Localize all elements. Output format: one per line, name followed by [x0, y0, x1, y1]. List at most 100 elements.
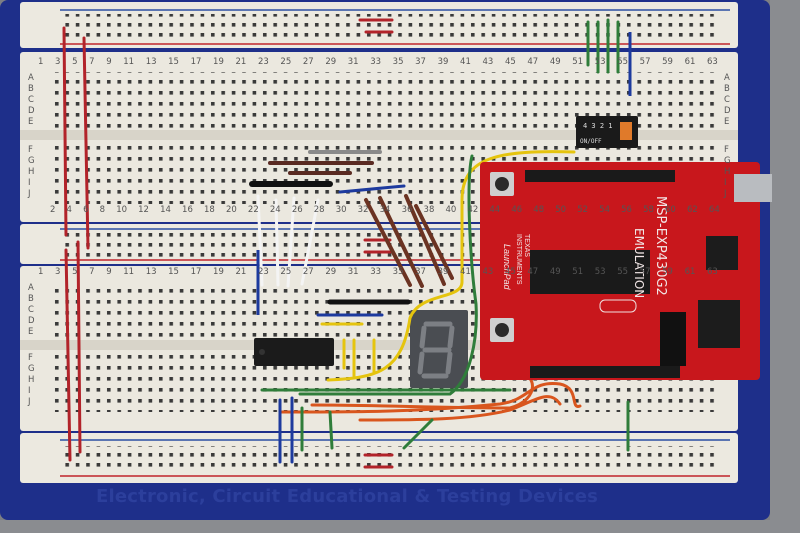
column-number: 55 [617, 267, 629, 277]
row-letter: C [28, 305, 34, 315]
lower-wires [316, 299, 411, 378]
row-letter: D [724, 106, 731, 116]
row-letter: I [28, 386, 31, 396]
column-number: 62 [686, 205, 698, 215]
column-number: 16 [182, 205, 193, 215]
column-number: 30 [335, 205, 347, 215]
column-number: 43 [482, 57, 494, 67]
column-number: 26 [291, 205, 303, 215]
dip-switch[interactable]: 4 3 2 1 ON/OFF [576, 116, 638, 148]
row-letter: I [724, 178, 727, 188]
row-letter: D [28, 106, 35, 116]
brown-wires [364, 194, 454, 288]
column-number: 63 [707, 57, 718, 67]
row-letter: C [28, 95, 34, 105]
column-number: 46 [511, 205, 523, 215]
column-number: 28 [313, 205, 325, 215]
row-letter: E [28, 117, 34, 127]
column-number: 2 [50, 205, 56, 215]
row-letter: H [28, 375, 35, 385]
column-number: 1 [38, 57, 44, 67]
column-number: 63 [707, 267, 718, 277]
column-number: 42 [467, 205, 479, 215]
column-number: 10 [116, 205, 128, 215]
column-number: 31 [347, 57, 359, 67]
column-number: 57 [639, 267, 651, 277]
column-number: 3 [55, 267, 61, 277]
column-number: 53 [594, 57, 606, 67]
column-number: 9 [106, 57, 112, 67]
column-number: 49 [549, 57, 561, 67]
column-number: 18 [204, 205, 215, 215]
column-number: 27 [302, 267, 314, 277]
white-wires [256, 194, 320, 288]
gray-background [770, 0, 800, 533]
row-letter: I [28, 178, 31, 188]
column-number: 50 [555, 205, 567, 215]
column-number: 8 [99, 205, 106, 215]
column-number: 31 [347, 267, 359, 277]
column-number: 15 [168, 267, 179, 277]
column-number: 17 [190, 267, 202, 277]
column-number: 11 [123, 267, 135, 277]
column-number: 55 [617, 57, 629, 67]
column-number: 19 [213, 267, 224, 277]
column-number: 5 [72, 267, 78, 277]
row-letter: G [28, 156, 35, 166]
column-number: 23 [257, 57, 269, 67]
column-number: 21 [235, 57, 247, 67]
column-number: 1 [38, 267, 44, 277]
row-letter: B [28, 84, 34, 94]
column-number: 51 [572, 57, 584, 67]
row-letter: F [28, 353, 33, 363]
column-number: 17 [190, 57, 202, 67]
column-number: 7 [89, 57, 95, 67]
column-number: 32 [357, 205, 369, 215]
column-number: 59 [662, 267, 673, 277]
row-letter: H [724, 167, 731, 177]
column-number: 7 [89, 267, 95, 277]
column-number: 45 [504, 57, 516, 67]
column-number: 12 [138, 205, 149, 215]
upper-center-channel [20, 130, 738, 140]
dip-pin-labels: 4 3 2 1 [583, 122, 613, 130]
column-number: 44 [489, 205, 501, 215]
column-number: 40 [445, 205, 457, 215]
column-number: 58 [643, 205, 654, 215]
ic-chip[interactable] [254, 338, 334, 366]
row-letter: J [28, 189, 31, 199]
column-number: 25 [280, 267, 292, 277]
column-number: 47 [527, 267, 539, 277]
row-letter: F [724, 145, 729, 155]
row-letter: F [28, 145, 33, 155]
column-number: 29 [325, 57, 337, 67]
column-number: 41 [460, 267, 471, 277]
launchpad-title-1: EMULATION [632, 228, 646, 299]
column-number: 29 [325, 267, 337, 277]
dip-switch-label: ON/OFF [580, 138, 602, 145]
ti-brand-1: TEXAS [523, 234, 530, 257]
column-number: 19 [213, 57, 224, 67]
column-number: 60 [665, 205, 676, 215]
column-number: 13 [145, 267, 157, 277]
red-jumper-wires [62, 18, 394, 469]
column-number: 22 [247, 205, 259, 215]
row-letter: A [28, 283, 34, 293]
column-number: 13 [145, 57, 157, 67]
row-letter: A [28, 73, 34, 83]
row-letter: H [28, 167, 35, 177]
column-number: 23 [257, 267, 269, 277]
launchpad-board[interactable] [480, 162, 772, 380]
column-number: 57 [639, 57, 651, 67]
column-number: 53 [594, 267, 606, 277]
column-number: 24 [269, 205, 281, 215]
column-number: 33 [370, 57, 382, 67]
column-number: 51 [572, 267, 584, 277]
column-number: 37 [415, 267, 426, 277]
